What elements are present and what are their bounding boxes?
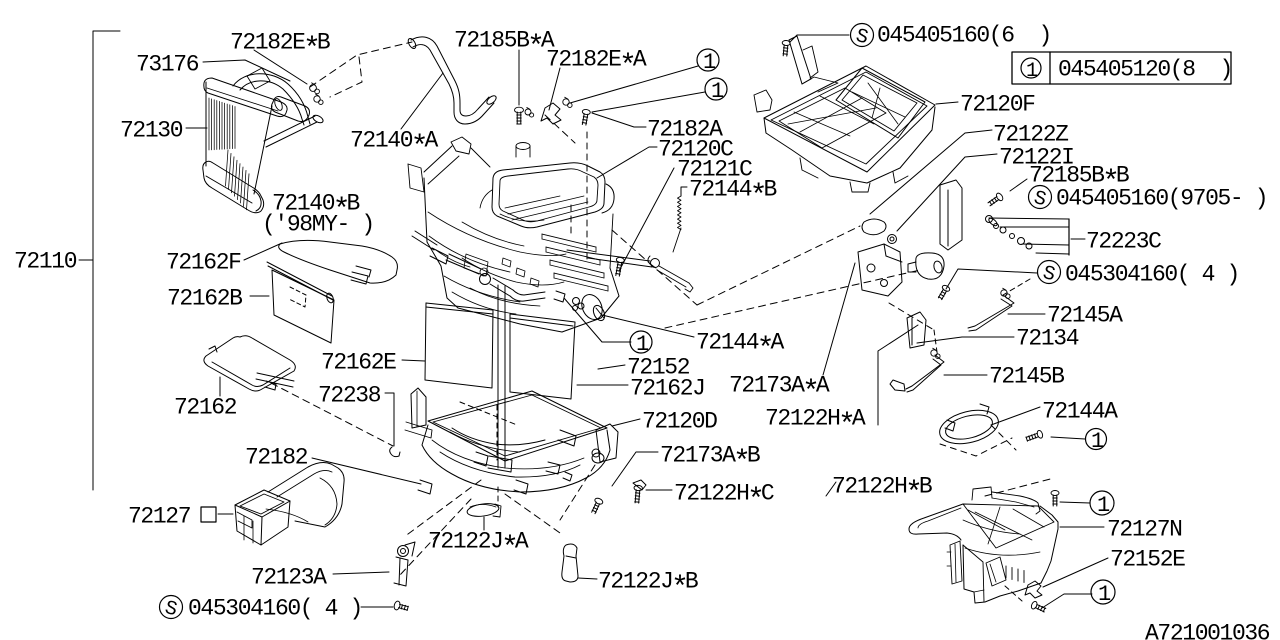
svg-text:72123A: 72123A [251,565,327,591]
svg-text:*: * [1102,165,1120,199]
svg-text:72145A: 72145A [1047,303,1123,329]
svg-text:S: S [162,597,179,622]
svg-text:72144: 72144 [689,177,752,203]
svg-text:*: * [411,130,429,164]
svg-text:72122I: 72122I [999,145,1074,171]
svg-text:72120F: 72120F [960,92,1035,118]
svg-text:72144A: 72144A [1042,399,1118,425]
svg-text:72162F: 72162F [166,250,241,276]
svg-text:S: S [1040,262,1057,287]
svg-text:72120D: 72120D [642,409,717,435]
svg-text:S: S [853,25,870,50]
svg-text:1: 1 [1098,582,1111,607]
svg-text:*: * [757,332,775,366]
svg-text:72162E: 72162E [321,350,396,376]
svg-text:S: S [1031,187,1048,212]
svg-text:045304160( 4 ): 045304160( 4 ) [188,596,362,622]
svg-text:72162B: 72162B [167,286,242,312]
svg-text:B: B [919,474,932,500]
svg-text:*: * [733,445,751,479]
svg-text:A: A [541,28,555,54]
svg-text:*: * [905,476,923,510]
svg-text:('98MY- ): ('98MY- ) [262,212,374,238]
svg-text:72182E: 72182E [546,47,621,73]
svg-text:72185B: 72185B [454,28,529,54]
svg-text:72127N: 72127N [1107,517,1182,543]
svg-text:72120C: 72120C [658,137,733,163]
svg-text:*: * [802,375,820,409]
svg-text:73176: 73176 [136,52,199,78]
svg-text:*: * [619,49,637,83]
svg-text:*: * [747,483,765,517]
svg-text:72173A: 72173A [660,443,736,469]
svg-text:72140: 72140 [272,191,335,217]
svg-text:1: 1 [1091,429,1104,454]
svg-text:72145B: 72145B [989,364,1064,390]
svg-text:*: * [333,193,351,227]
svg-text:72152E: 72152E [1110,547,1185,573]
svg-text:72130: 72130 [120,118,183,144]
svg-text:A: A [633,47,647,73]
svg-text:045405160(9705- ): 045405160(9705- ) [1056,186,1267,212]
svg-text:72223C: 72223C [1086,229,1161,255]
svg-text:B: B [747,443,760,469]
svg-text:*: * [750,179,768,213]
svg-text:72121C: 72121C [677,157,752,183]
svg-text:72162: 72162 [174,395,237,421]
svg-text:72122H: 72122H [832,474,907,500]
svg-text:72152: 72152 [627,355,690,381]
svg-text:A: A [771,330,785,356]
svg-text:045405160(6 ): 045405160(6 ) [877,23,1051,49]
svg-text:C: C [761,481,774,507]
svg-text:A: A [425,128,439,154]
svg-text:1: 1 [703,50,716,75]
svg-text:72122Z: 72122Z [993,122,1068,148]
svg-text:72185B: 72185B [1029,163,1104,189]
svg-text:B: B [1116,163,1129,189]
svg-text:*: * [303,32,321,66]
svg-text:B: B [317,30,330,56]
svg-text:72144: 72144 [696,330,759,356]
svg-text:72182A: 72182A [647,117,723,143]
svg-text:72173A: 72173A [729,373,805,399]
svg-text:72140: 72140 [350,128,413,154]
svg-text:B: B [685,569,698,595]
svg-text:1: 1 [636,332,649,357]
svg-text:045405120(8 ): 045405120(8 ) [1058,57,1232,83]
svg-text:*: * [527,30,545,64]
svg-text:1: 1 [711,79,724,104]
svg-text:B: B [347,191,360,217]
svg-text:72122J: 72122J [598,569,673,595]
svg-text:72127: 72127 [128,504,190,530]
svg-text:72134: 72134 [1016,326,1079,352]
svg-text:72162J: 72162J [630,376,705,402]
svg-text:1: 1 [1097,493,1110,518]
svg-text:72182: 72182 [245,445,308,471]
svg-text:72238: 72238 [318,383,381,409]
svg-text:A: A [515,529,529,555]
svg-text:1: 1 [1026,60,1038,83]
svg-text:A721001036: A721001036 [1145,621,1270,640]
svg-text:72122J: 72122J [428,529,503,555]
svg-text:72182E: 72182E [230,30,305,56]
svg-text:72110: 72110 [14,249,77,275]
svg-text:A: A [852,406,866,432]
svg-text:045304160( 4 ): 045304160( 4 ) [1065,262,1239,288]
svg-text:*: * [501,531,519,565]
svg-text:72122H: 72122H [674,481,749,507]
svg-text:*: * [838,408,856,442]
svg-text:72122H: 72122H [765,406,840,432]
svg-text:B: B [764,177,777,203]
svg-text:*: * [671,571,689,605]
svg-text:A: A [816,373,830,399]
